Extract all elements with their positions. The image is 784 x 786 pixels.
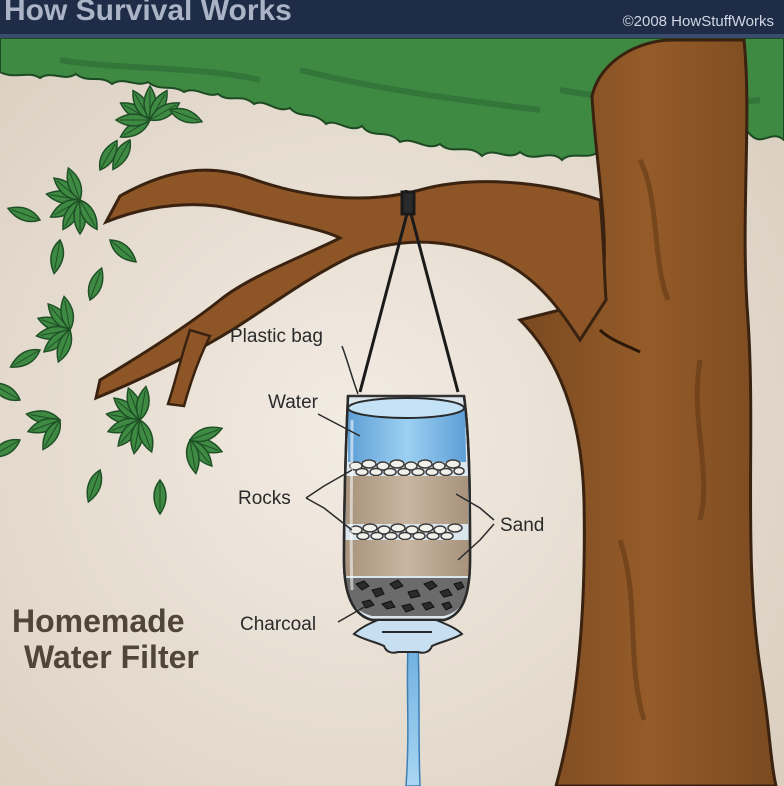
diagram-title-line1: Homemade (12, 603, 185, 639)
header-bar (0, 0, 784, 38)
leader-lines (305, 345, 495, 623)
label-sand: Sand (500, 515, 544, 536)
diagram-title-line2: Water Filter (24, 639, 199, 675)
rocks-layer-top (349, 459, 465, 477)
label-charcoal: Charcoal (240, 614, 316, 635)
bag-tie (352, 619, 464, 654)
filter-bottle (342, 394, 472, 786)
tree-trunk (517, 38, 778, 786)
tree-branch (93, 168, 608, 401)
water-stream (405, 645, 421, 786)
sand-layer-lower (345, 540, 469, 576)
sand-layer-upper (346, 476, 468, 524)
hanging-cords (358, 189, 460, 393)
label-plastic-bag: Plastic bag (230, 326, 323, 347)
charcoal-layer (346, 578, 468, 616)
water-layer (348, 408, 466, 462)
label-water: Water (268, 392, 319, 413)
rocks-layer-middle (349, 523, 463, 541)
label-rocks: Rocks (238, 488, 291, 509)
header-series-title: How Survival Works (4, 0, 292, 27)
header-copyright: ©2008 HowStuffWorks (623, 13, 774, 30)
